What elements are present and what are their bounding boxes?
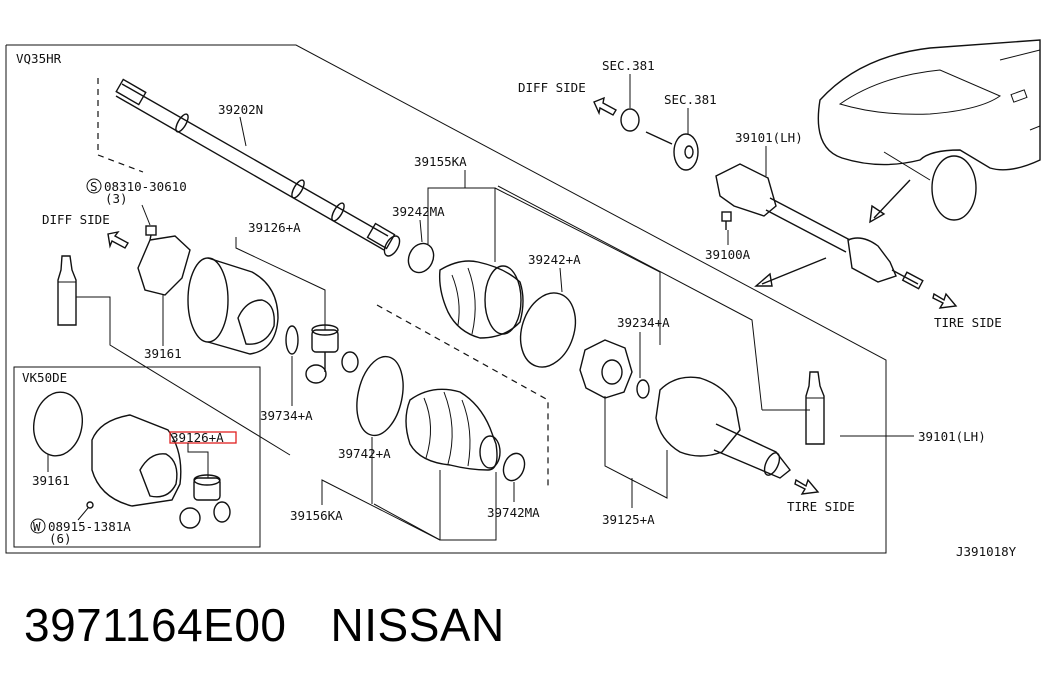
label-sec381-top: SEC.381 [602,58,655,73]
engine-main-label: VQ35HR [16,51,62,66]
tire-side-arrow-1 [932,292,958,309]
w-symbol: W [33,519,41,534]
tire-side-label-1: TIRE SIDE [934,315,1002,330]
inset-label-39126A: 39126+A [171,430,224,445]
label-sec381-mid: SEC.381 [664,92,717,107]
oil-seal [620,108,640,132]
clamp-39742MA [502,452,526,482]
tripod-joint [305,324,359,384]
inner-shaft [115,78,401,257]
inset-washer [86,501,94,509]
grease-tube-right [805,371,825,445]
inset-label-39161: 39161 [32,473,70,488]
inset-housing [91,414,182,507]
diff-side-arrow-2 [593,96,617,116]
label-washer-w: 08915-1381A [48,519,131,534]
outer-boot [405,388,501,471]
diff-side-arrow-1 [107,230,129,249]
s-symbol: S [90,179,98,194]
label-39125A: 39125+A [602,512,655,527]
label-39156KA: 39156KA [290,508,343,523]
diff-side-label-1: DIFF SIDE [42,212,110,227]
washer-w-circle [30,518,46,534]
part-caption: 3971164E00 NISSAN [24,598,505,652]
label-39242MA: 39242MA [392,204,445,219]
inner-boot [438,260,524,339]
dust-plate [137,235,191,296]
ball-cage [579,339,633,399]
label-39101LH: 39101(LH) [735,130,803,145]
label-39234A: 39234+A [617,315,670,330]
label-bolt-s: 08310-30610 [104,179,187,194]
outer-housing-inner-joint [187,257,279,355]
assembled-driveshaft [715,163,924,290]
inset-ring-39161 [33,391,83,457]
label-39734A: 39734+A [260,408,313,423]
car-illustration [817,39,1041,221]
label-39126A: 39126+A [248,220,301,235]
label-39101LH-main: 39101(LH) [918,429,986,444]
label-39161: 39161 [144,346,182,361]
engine-alt-label: VK50DE [22,370,67,385]
dashed-guide-shaft [97,78,144,173]
inset-box-vk50de [13,366,261,548]
label-39155KA: 39155KA [414,154,467,169]
circlip [636,379,650,399]
label-39242A: 39242+A [528,252,581,267]
inset-highlight-box [169,431,237,444]
flange-hub [645,131,699,171]
label-washer-w-qty: (6) [49,531,72,546]
car-arrow [873,179,911,219]
clamp-39242MA [407,242,435,274]
caption-brand: NISSAN [330,599,505,651]
label-39742MA: 39742MA [487,505,540,520]
band-39242A [519,292,577,368]
tire-side-arrow-2 [794,478,820,495]
caption-part-number: 3971164E00 [24,599,287,651]
diagram-code: J391018Y [956,544,1017,559]
bolt-s: S [86,178,157,241]
grease-tube-left [57,255,77,326]
snap-ring-39734 [285,325,299,355]
label-39202N: 39202N [218,102,263,117]
outer-joint [655,376,791,479]
inset-tripod [179,474,231,529]
ring-39742A [356,355,404,437]
label-39742A: 39742+A [338,446,391,461]
assembly-arrow [761,257,827,285]
diff-side-label-2: DIFF SIDE [518,80,586,95]
label-bolt-s-qty: (3) [105,191,128,206]
tire-side-label-2: TIRE SIDE [787,499,855,514]
label-39100A: 39100A [705,247,751,262]
exploded-parts-diagram: VQ35HR 39202N S 08310-30610 (3) DIFF SID… [5,39,1041,559]
bolt-39100A [721,211,732,230]
dashed-guide-boot [376,304,549,487]
leader-39126A-main [76,296,291,456]
diagram-frame [5,44,887,554]
